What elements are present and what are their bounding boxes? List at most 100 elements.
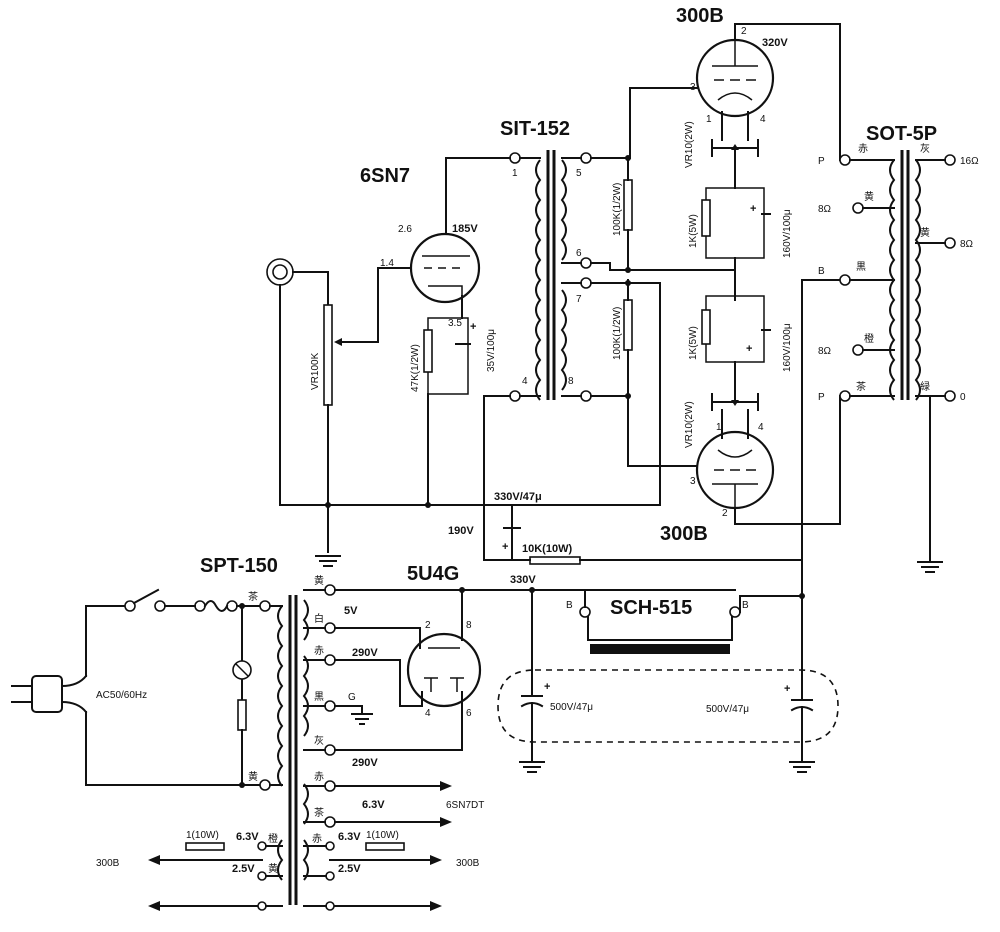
spt-color-5: 灰: [314, 734, 324, 747]
cap-top-plus: +: [750, 203, 756, 215]
choke-core: [590, 644, 730, 654]
cap-l-plus: +: [544, 681, 550, 693]
sit-terminal-5: [580, 152, 592, 164]
sot-pin-b: B: [818, 266, 825, 277]
filter-cap-bracket: [497, 669, 839, 743]
center-tap-label: G: [348, 692, 356, 703]
power-switch[interactable]: [124, 588, 166, 612]
cap-160-bottom-label: 160V/100μ: [782, 323, 793, 372]
sch-515-label: SCH-515: [610, 597, 692, 619]
v290-a-label: 290V: [352, 647, 378, 659]
resistor-47k: [423, 329, 433, 373]
spt-color-8: 茶: [248, 590, 258, 603]
ground-ct: [351, 713, 373, 725]
sot-color-4: 橙: [864, 332, 874, 345]
sit-terminal-6: [580, 257, 592, 269]
v290-b-label: 290V: [352, 757, 378, 769]
spt-150-label: SPT-150: [200, 555, 278, 577]
tube-6sn7: [409, 232, 481, 304]
pin-bot-1: 1: [716, 422, 722, 433]
r1k-bottom-label: 1K(5W): [688, 326, 699, 360]
v5-label: 5V: [344, 605, 358, 617]
spt-150-transformer: [277, 595, 309, 905]
cap-35v-label: 35V/100μ: [486, 329, 497, 372]
5u4g-pin-6: 6: [466, 708, 472, 719]
cap-bias-plus: +: [502, 541, 508, 553]
spt-color-7: 茶: [314, 806, 324, 819]
6sn7-pin-cathode: 3.5: [448, 318, 462, 329]
cap-cathode-plus: +: [470, 321, 476, 333]
tube-300b-top: [695, 38, 775, 118]
tube-300b-bottom-label: 300B: [660, 523, 708, 545]
vr10-top-label: VR10(2W): [684, 121, 695, 168]
vr100k-label: VR100K: [310, 352, 321, 390]
cap-r-plus: +: [784, 683, 790, 695]
sit-pin-1: 1: [512, 168, 518, 179]
spt-color-11: 黄: [268, 862, 278, 875]
sit-pin-5: 5: [576, 168, 582, 179]
sot-out-0[interactable]: [944, 390, 956, 402]
spt-color-2: 白: [314, 612, 324, 625]
heater-dest-label: 6SN7DT: [446, 800, 484, 811]
vr10-bottom-label: VR10(2W): [684, 401, 695, 448]
fil-left-label: 6.3V: [236, 831, 259, 843]
sit-pin-6: 6: [576, 248, 582, 259]
sot-out-16[interactable]: [944, 154, 956, 166]
ac-plug-icon: [11, 674, 88, 714]
vr10-top: [711, 139, 759, 161]
sot-out-label-8: 8Ω: [960, 239, 974, 250]
driver-plate-voltage: 185V: [452, 223, 478, 235]
tube-300b-top-label: 300B: [676, 5, 724, 27]
sot-terminal-p2: [839, 390, 851, 402]
tube-6sn7-label: 6SN7: [360, 165, 410, 187]
resistor-1k-top: [701, 199, 711, 237]
r47k-label: 47K(1/2W): [410, 344, 421, 392]
volume-pot[interactable]: [323, 304, 333, 406]
vr10-bottom: [711, 391, 759, 411]
cap-bottom-plus: +: [746, 343, 752, 355]
fuse-icon: [194, 600, 238, 612]
spt-color-12: 赤: [312, 833, 322, 845]
sot-color-2: 黄: [864, 190, 874, 203]
5u4g-pin-8: 8: [466, 620, 472, 631]
v330-label: 330V: [510, 574, 536, 586]
r10k-label: 10K(10W): [522, 543, 572, 555]
sit-terminal-8: [580, 390, 592, 402]
sot-color-7: 黄: [920, 226, 930, 239]
ac-input-label: AC50/60Hz: [96, 690, 147, 701]
sot-out-8[interactable]: [944, 237, 956, 249]
sot-terminal-p1: [839, 154, 851, 166]
sot-color-6: 灰: [920, 142, 930, 155]
sot-out-label-16: 16Ω: [960, 156, 979, 167]
pin-bot-2: 2: [722, 508, 728, 519]
sot-pin-8a: 8Ω: [818, 204, 832, 215]
sit-pin-7: 7: [576, 294, 582, 305]
ground-cap-l: [519, 761, 545, 773]
spt-terminal-ct: [324, 700, 336, 712]
spt-terminal-hv-b: [324, 744, 336, 756]
r100k-top-label: 100K(1/2W): [612, 183, 623, 236]
pin-top-4: 4: [760, 114, 766, 125]
sot-color-3: 黒: [856, 261, 866, 273]
pin-bot-4: 4: [758, 422, 764, 433]
sot-5p-label: SOT-5P: [866, 123, 937, 145]
sot-pin-8b: 8Ω: [818, 346, 832, 357]
choke-pin-b: B: [742, 600, 749, 611]
spt-terminal-5v-a: [324, 584, 336, 596]
cap-r-label: 500V/47μ: [706, 704, 749, 715]
spt-color-1: 黄: [314, 574, 324, 587]
6sn7-pin-plate: 2.6: [398, 224, 412, 235]
sit-152-transformer: [535, 150, 567, 401]
sit-pin-4: 4: [522, 376, 528, 387]
sit-pin-8: 8: [568, 376, 574, 387]
sit-terminal-4: [509, 390, 521, 402]
spt-color-6: 赤: [314, 771, 324, 783]
resistor-1k-bottom: [701, 309, 711, 345]
choke-pin-a: B: [566, 600, 573, 611]
v190-label: 190V: [448, 525, 474, 537]
sot-pin-p1: P: [818, 156, 825, 167]
choke-terminal-b: [729, 606, 741, 618]
pin-top-1: 1: [706, 114, 712, 125]
sot-pin-p2: P: [818, 392, 825, 403]
spt-terminal-5v-b: [324, 622, 336, 634]
